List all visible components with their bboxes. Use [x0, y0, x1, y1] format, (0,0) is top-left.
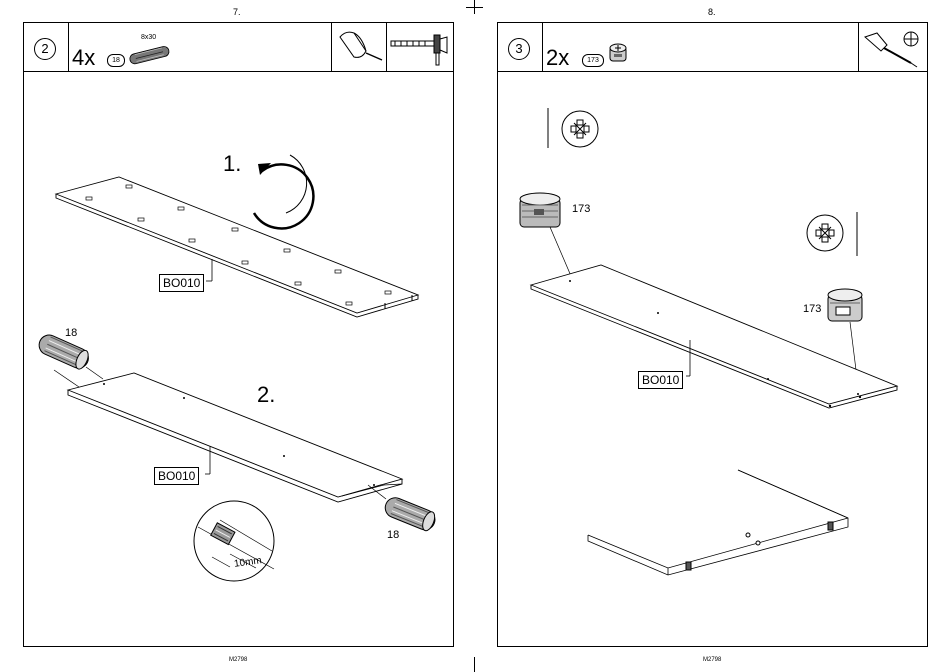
cam-lock-icon	[520, 193, 560, 227]
sub-step-number: 1.	[223, 151, 241, 177]
doc-code: M2798	[229, 657, 247, 663]
assembly-illustration	[24, 23, 455, 648]
cam-lock-icon	[828, 289, 862, 321]
board-bottom	[68, 373, 402, 502]
cam-head-icon	[807, 212, 857, 256]
page-number: 8.	[708, 7, 716, 17]
part-callout: 173	[803, 303, 821, 315]
board-panel	[531, 265, 897, 408]
sub-step-number: 2.	[257, 382, 275, 408]
part-callout: 18	[387, 529, 399, 541]
dowel-icon	[36, 332, 92, 371]
dowel-icon	[382, 495, 438, 533]
doc-code: M2798	[703, 657, 721, 663]
assembly-illustration	[498, 23, 929, 648]
instruction-page-left: 2 4x 18 8x30	[23, 22, 454, 647]
instruction-page-right: 3 2x 173	[497, 22, 928, 647]
crop-mark	[466, 7, 483, 8]
part-callout: 173	[572, 203, 590, 215]
board-label: BO010	[638, 371, 683, 389]
part-callout: 18	[65, 327, 77, 339]
assembled-panel	[588, 470, 848, 575]
rotate-arrow-icon	[254, 155, 313, 228]
page-number: 7.	[233, 7, 241, 17]
cam-head-icon	[548, 108, 598, 148]
board-top	[56, 177, 418, 317]
crop-mark	[474, 657, 475, 672]
board-label: BO010	[159, 274, 204, 292]
board-label: BO010	[154, 467, 199, 485]
